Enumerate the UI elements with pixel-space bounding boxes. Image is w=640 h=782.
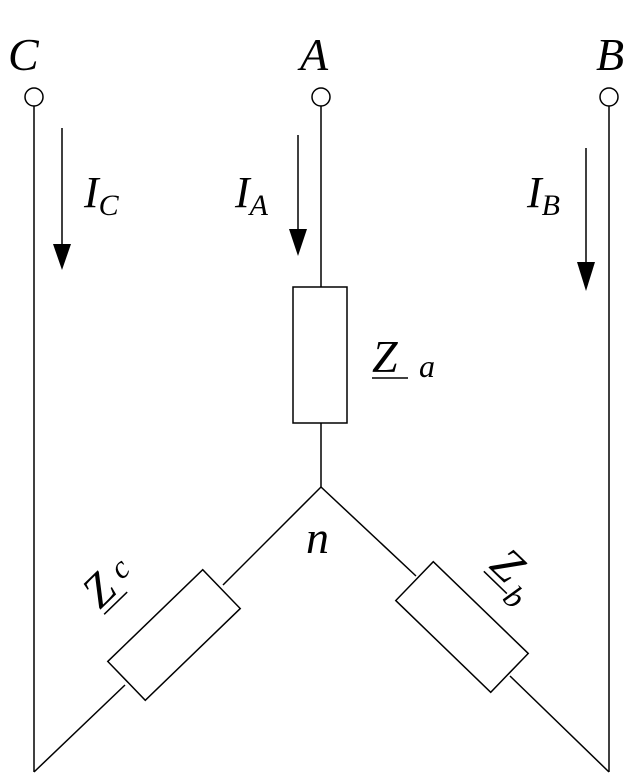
terminal-label-a: A: [297, 29, 329, 80]
current-arrow-b-head: [577, 262, 595, 291]
impedance-a-box: [292, 286, 348, 424]
current-label-b-sub: B: [542, 189, 560, 222]
current-label-c: IC: [83, 168, 120, 222]
wire-n-to-zc: [222, 486, 322, 586]
impedance-label-b-underline: [483, 570, 508, 595]
impedance-label-c: Z c: [72, 550, 137, 617]
current-arrow-a-head: [289, 229, 307, 256]
current-label-b: IB: [526, 168, 560, 222]
current-label-a-main: I: [234, 168, 252, 217]
impedance-label-a: Z a: [372, 331, 435, 384]
current-label-b-main: I: [526, 168, 544, 217]
wire-n-to-zb: [320, 486, 417, 577]
current-label-c-sub: C: [99, 189, 120, 222]
current-arrow-c-head: [53, 244, 71, 270]
current-label-a: IA: [234, 168, 269, 222]
current-label-a-sub: A: [248, 189, 269, 222]
impedance-label-c-underline: [103, 591, 128, 615]
terminal-label-b: B: [596, 29, 624, 80]
terminal-c: [24, 87, 44, 107]
terminal-a: [311, 87, 331, 107]
wire-zc-to-c: [33, 684, 126, 773]
neutral-label: n: [306, 512, 329, 563]
current-label-c-main: I: [83, 168, 101, 217]
impedance-label-b: Z b: [481, 538, 535, 616]
terminal-b: [599, 87, 619, 107]
terminal-label-c: C: [8, 29, 40, 80]
impedance-label-a-main: Z: [372, 331, 398, 382]
impedance-b-box: [394, 560, 530, 694]
impedance-label-a-sub: a: [419, 348, 435, 384]
impedance-c-box: [106, 568, 242, 702]
wire-zb-to-b: [509, 675, 610, 773]
